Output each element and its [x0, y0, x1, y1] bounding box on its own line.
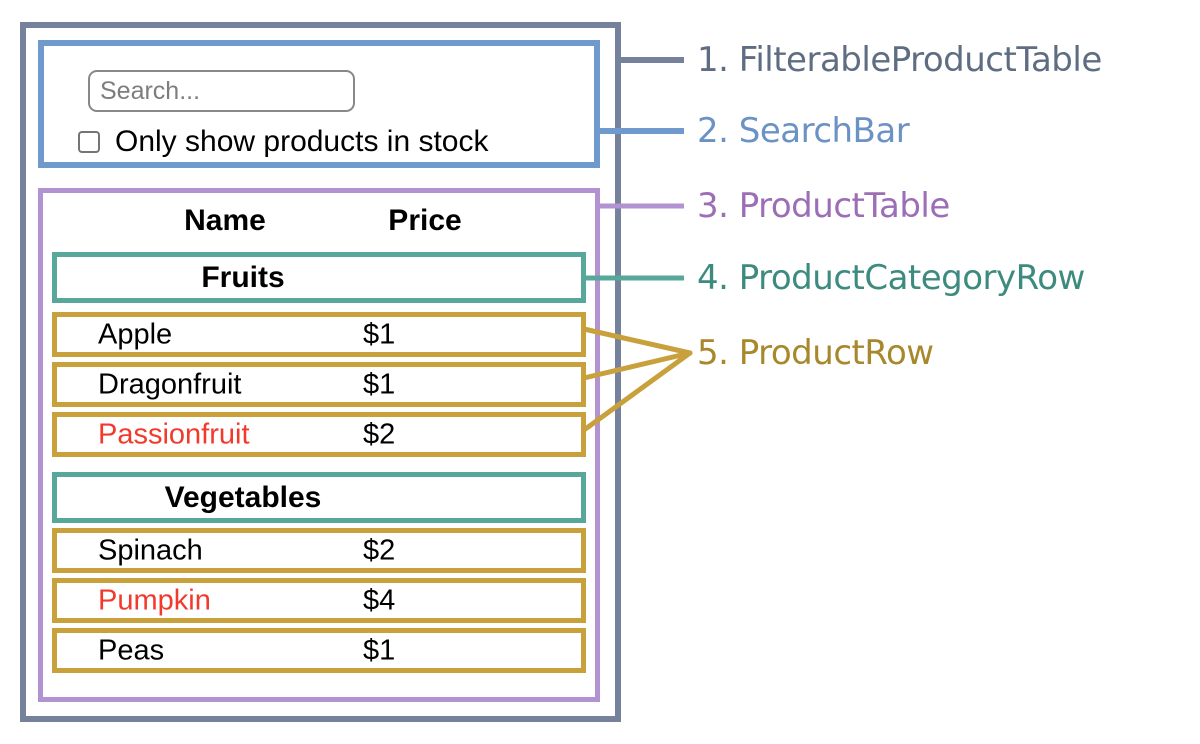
in-stock-checkbox[interactable]	[78, 131, 100, 153]
product-name: Spinach	[98, 534, 203, 566]
product-name: Passionfruit	[98, 418, 250, 450]
product-price: $2	[363, 534, 396, 566]
product-name: Pumpkin	[98, 584, 211, 616]
product-price: $1	[363, 318, 396, 350]
column-header-price: Price	[388, 204, 462, 237]
legend-filterable-product-table: 1. FilterableProductTable	[697, 40, 1102, 80]
product-row-dragonfruit: Dragonfruit $1	[52, 362, 586, 407]
product-price: $4	[363, 584, 396, 616]
legend-product-table: 3. ProductTable	[697, 186, 950, 226]
in-stock-filter: Only show products in stock	[78, 125, 489, 158]
product-table-box: Name Price Fruits Apple $1 Dragonfruit $…	[38, 188, 600, 702]
product-row-apple: Apple $1	[52, 312, 586, 357]
search-input[interactable]	[88, 70, 355, 112]
category-label: Fruits	[201, 260, 285, 294]
column-header-name: Name	[184, 204, 266, 237]
product-row-spinach: Spinach $2	[52, 528, 586, 573]
category-row-fruits: Fruits	[52, 252, 586, 303]
search-bar-box: Only show products in stock	[38, 40, 600, 168]
product-row-passionfruit: Passionfruit $2	[52, 412, 586, 457]
legend-product-category-row: 4. ProductCategoryRow	[697, 258, 1085, 298]
product-name: Apple	[98, 318, 173, 350]
legend-product-row: 5. ProductRow	[697, 333, 934, 373]
legend-search-bar: 2. SearchBar	[697, 111, 910, 151]
in-stock-checkbox-label: Only show products in stock	[115, 125, 489, 158]
product-price: $1	[363, 634, 396, 666]
product-row-peas: Peas $1	[52, 628, 586, 673]
product-row-pumpkin: Pumpkin $4	[52, 578, 586, 623]
product-price: $2	[363, 418, 396, 450]
product-name: Dragonfruit	[98, 368, 242, 400]
product-name: Peas	[98, 634, 165, 666]
category-label: Vegetables	[164, 480, 322, 514]
product-price: $1	[363, 368, 396, 400]
category-row-vegetables: Vegetables	[52, 472, 586, 523]
